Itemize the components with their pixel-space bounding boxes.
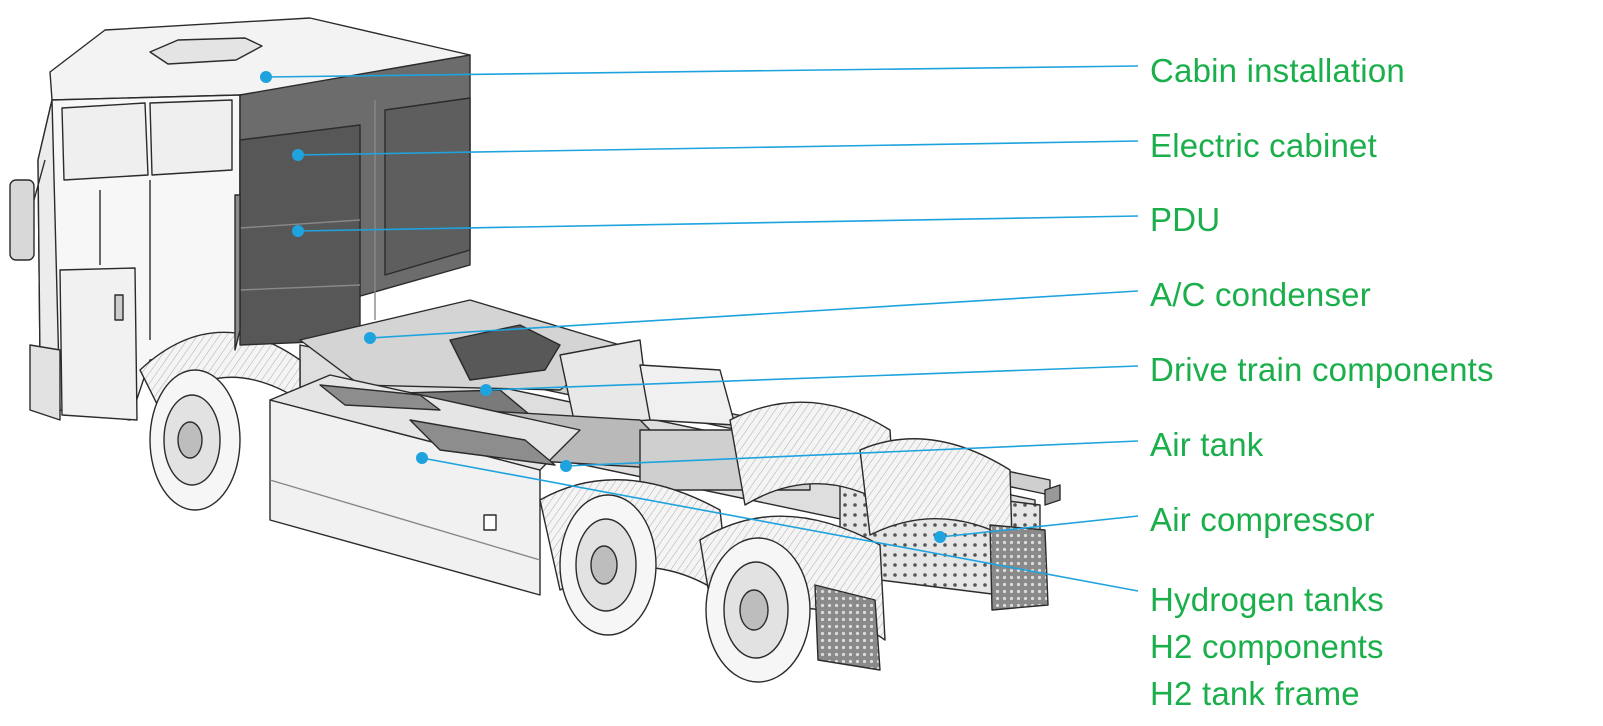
label-line: Hydrogen tanks [1150,581,1384,618]
leader-line-cabin-installation [265,65,1139,78]
label-line: Drive train components [1150,351,1494,388]
label-line: Air compressor [1150,501,1375,538]
anchor-dot-hydrogen-tanks [416,452,428,464]
leader-line-pdu [297,215,1139,232]
anchor-dot-ac-condenser [364,332,376,344]
anchor-dot-cabin-installation [260,71,272,83]
truck-illustration [9,17,1061,683]
leader-line-hydrogen-tanks [421,457,1139,592]
rear-wheels [559,494,811,683]
anchor-dot-pdu [292,225,304,237]
anchor-dot-drive-train-components [480,384,492,396]
label-ac-condenser: A/C condenser [1150,276,1371,314]
leader-line-air-tank [565,440,1139,467]
label-air-tank: Air tank [1150,426,1263,464]
label-cabin-installation: Cabin installation [1150,52,1405,90]
label-air-compressor: Air compressor [1150,501,1375,539]
front-wheel [149,369,241,511]
label-line: PDU [1150,201,1221,238]
leader-line-electric-cabinet [297,140,1139,156]
label-line: H2 components [1150,628,1384,665]
label-pdu: PDU [1150,201,1220,239]
leader-lines [260,65,1139,592]
label-line: Air tank [1150,426,1264,463]
anchor-dot-air-compressor [934,531,946,543]
label-line: H2 tank frame [1150,675,1360,712]
label-line: A/C condenser [1150,276,1371,313]
leader-line-ac-condenser [369,290,1139,339]
anchor-dot-electric-cabinet [292,149,304,161]
mud-flaps [814,484,1061,671]
leader-line-air-compressor [939,515,1139,538]
label-line: Cabin installation [1150,52,1405,89]
anchor-dot-air-tank [560,460,572,472]
hydrogen-tank-box [269,374,581,596]
label-electric-cabinet: Electric cabinet [1150,127,1377,165]
leader-line-drive-train-components [485,365,1139,391]
cabinet-block [234,54,471,351]
label-line: Electric cabinet [1150,127,1377,164]
label-hydrogen-group: Hydrogen tanks H2 components H2 tank fra… [1150,576,1384,717]
label-drive-train-components: Drive train components [1150,351,1494,389]
